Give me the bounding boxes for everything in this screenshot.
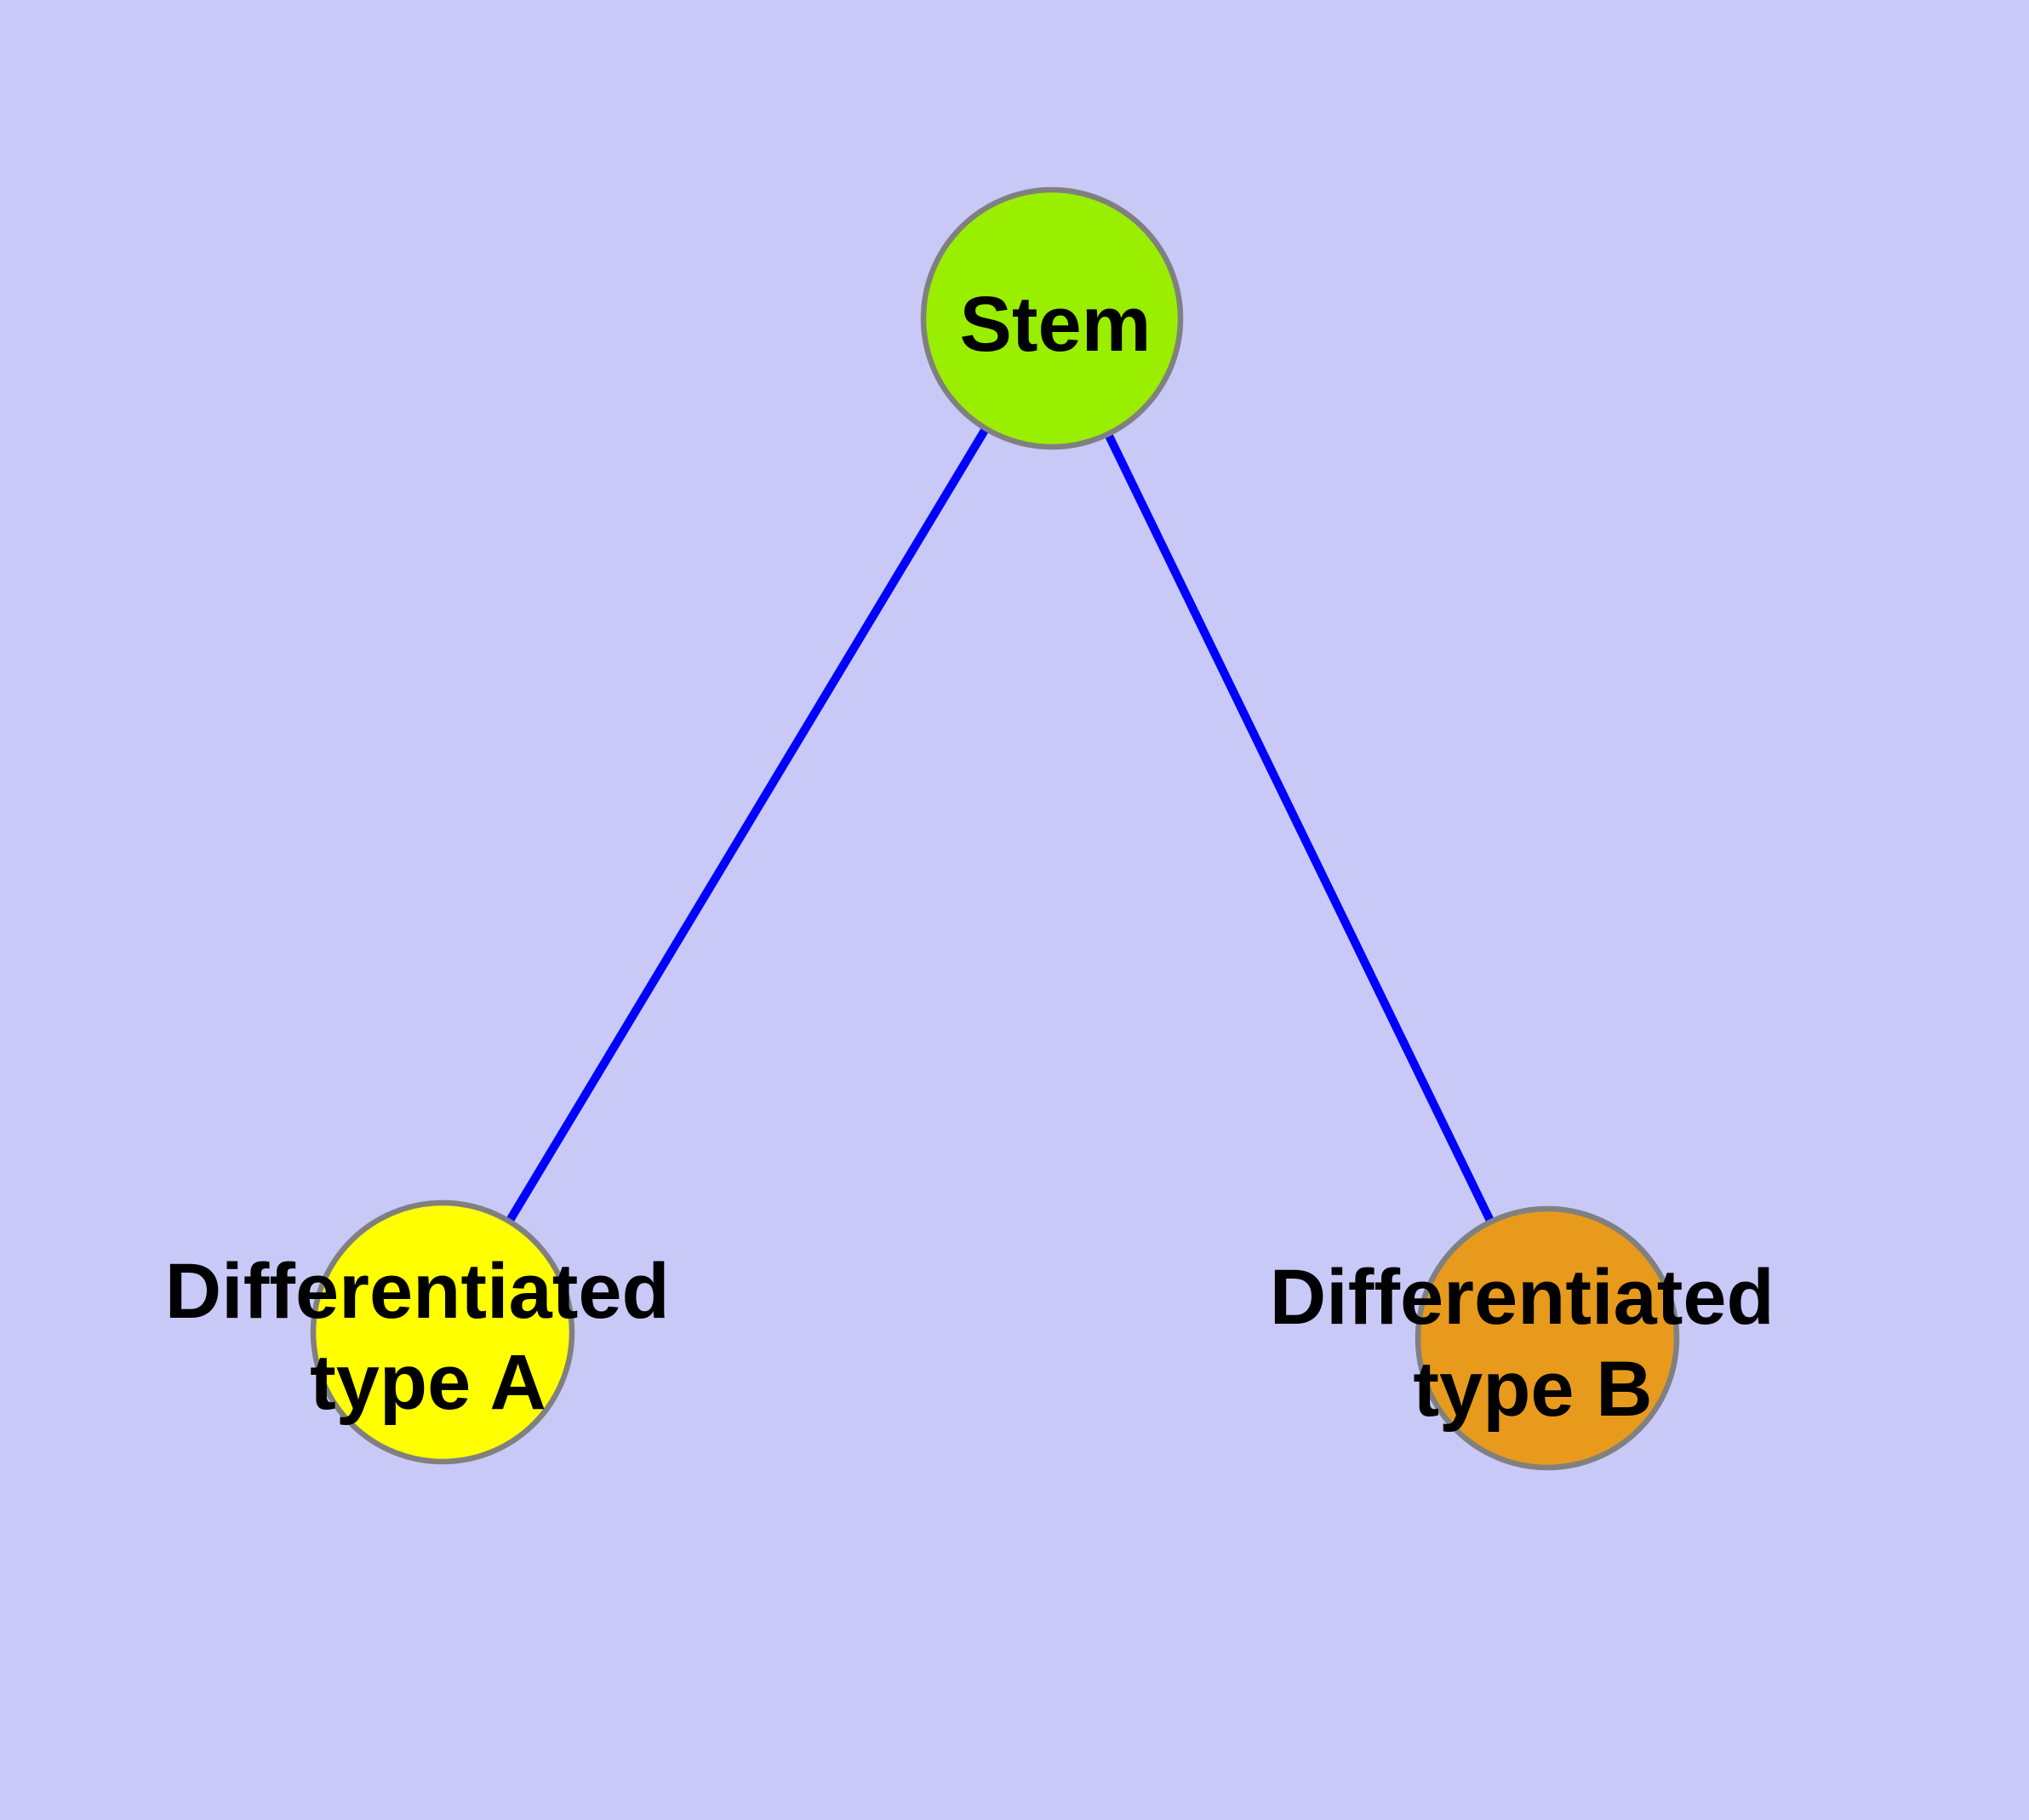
edge-stem-to-type-a	[438, 316, 1056, 1335]
node-stem-label: Stem	[960, 281, 1152, 368]
type-a-label-line2: type A	[310, 1339, 546, 1426]
edge-stem-to-type-b	[1048, 316, 1552, 1341]
type-b-label-line2: type B	[1413, 1346, 1652, 1433]
node-differentiated-type-a-circle	[310, 1199, 575, 1465]
node-differentiated-type-b-label: Differentiated type B	[1270, 1254, 1797, 1433]
node-differentiated-type-b-circle	[1415, 1205, 1680, 1471]
node-differentiated-type-a-label: Differentiated type A	[165, 1248, 692, 1426]
type-b-label-line1: Differentiated	[1270, 1254, 1775, 1341]
type-a-label-line1: Differentiated	[165, 1248, 670, 1335]
node-stem-circle	[920, 186, 1184, 450]
